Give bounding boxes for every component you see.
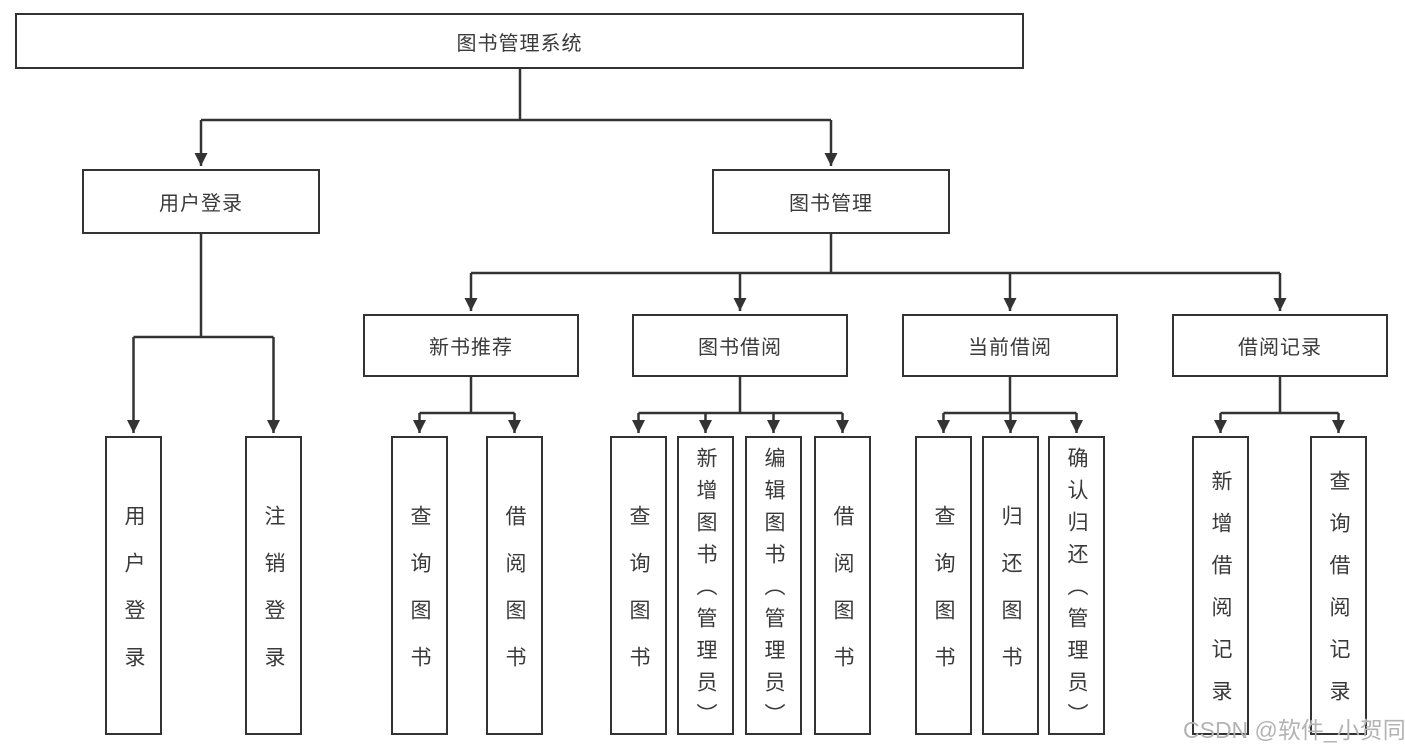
leaf-label: 确认归还（管理员） <box>1065 447 1088 735</box>
leaf-query-books-recommend: 查询图书 <box>391 436 448 735</box>
leaf-borrow-books-recommend: 借阅图书 <box>486 436 543 735</box>
node-label: 图书管理系统 <box>456 32 583 55</box>
node-library-system: 图书管理系统 <box>15 13 1024 69</box>
leaf-label: 借阅图书 <box>831 504 854 693</box>
node-current-borrow: 当前借阅 <box>902 314 1118 377</box>
node-label: 用户登录 <box>159 193 243 215</box>
leaf-label: 注销登录 <box>262 504 285 693</box>
leaf-label: 归还图书 <box>999 504 1022 693</box>
node-label: 当前借阅 <box>968 337 1052 359</box>
leaf-return-book: 归还图书 <box>982 436 1039 735</box>
leaf-edit-book-admin: 编辑图书（管理员） <box>745 436 802 735</box>
node-book-management: 图书管理 <box>712 169 950 234</box>
node-label: 借阅记录 <box>1238 337 1322 359</box>
leaf-label: 查询图书 <box>627 504 650 693</box>
node-label: 新书推荐 <box>429 337 513 359</box>
csdn-watermark: CSDN @软件_小贺同学 <box>1183 717 1405 743</box>
leaf-query-books-current: 查询图书 <box>915 436 972 735</box>
leaf-label: 查询借阅记录 <box>1327 470 1350 722</box>
leaf-label: 用户登录 <box>122 504 145 693</box>
leaf-add-borrow-record: 新增借阅记录 <box>1192 436 1249 735</box>
leaf-query-borrow-record: 查询借阅记录 <box>1310 436 1367 735</box>
node-new-book-recommend: 新书推荐 <box>363 314 579 377</box>
leaf-label: 借阅图书 <box>503 504 526 693</box>
leaf-label: 编辑图书（管理员） <box>762 447 785 735</box>
node-label: 图书借阅 <box>698 337 782 359</box>
leaf-label: 新增借阅记录 <box>1209 470 1232 722</box>
node-label: 图书管理 <box>789 193 873 215</box>
leaf-label: 查询图书 <box>408 504 431 693</box>
node-borrow-records: 借阅记录 <box>1172 314 1388 377</box>
node-book-borrow: 图书借阅 <box>632 314 848 377</box>
leaf-user-login: 用户登录 <box>105 436 162 735</box>
leaf-borrow-books: 借阅图书 <box>814 436 871 735</box>
leaf-add-book-admin: 新增图书（管理员） <box>677 436 734 735</box>
leaf-confirm-return-admin: 确认归还（管理员） <box>1048 436 1105 735</box>
leaf-label: 新增图书（管理员） <box>694 447 717 735</box>
leaf-label: 查询图书 <box>932 504 955 693</box>
leaf-query-books-borrow: 查询图书 <box>610 436 667 735</box>
node-user-login: 用户登录 <box>82 169 320 234</box>
leaf-logout: 注销登录 <box>245 436 302 735</box>
